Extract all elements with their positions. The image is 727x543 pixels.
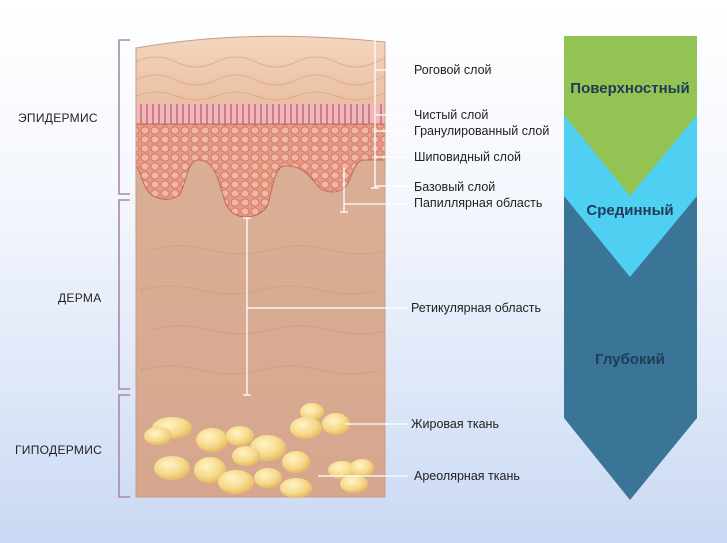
depth-medium-label: Срединный: [586, 202, 673, 219]
stratum-spinosum-tissue: [136, 123, 385, 218]
region-brackets: [118, 39, 130, 498]
label-stratum-lucidum: Чистый слой: [414, 108, 488, 122]
depth-superficial-band: [564, 36, 697, 196]
dermis-fibers: [139, 245, 385, 375]
depth-superficial-label: Поверхностный: [570, 80, 689, 97]
label-areolar-tissue: Ареолярная ткань: [414, 469, 520, 483]
label-stratum-granulosum: Гранулированный слой: [414, 124, 549, 138]
region-epidermis-label: ЭПИДЕРМИС: [18, 111, 98, 125]
label-stratum-spinosum: Шиповидный слой: [414, 150, 521, 164]
adipose-cells: [144, 403, 374, 498]
label-reticular-region: Ретикулярная область: [411, 301, 541, 315]
skin-outline: [135, 35, 386, 498]
region-hypodermis-label: ГИПОДЕРМИС: [15, 443, 102, 457]
stratum-lucidum-tissue: [136, 104, 385, 124]
label-stratum-corneum: Роговой слой: [414, 63, 492, 77]
label-adipose-tissue: Жировая ткань: [411, 417, 499, 431]
leader-lines: [243, 35, 408, 477]
depth-scale: Поверхностный Срединный Глубокий: [564, 36, 697, 500]
label-papillary-region: Папиллярная область: [414, 196, 542, 210]
label-stratum-basale: Базовый слой: [414, 180, 495, 194]
stratum-corneum-tissue: [136, 36, 385, 106]
depth-deep-label: Глубокий: [595, 351, 665, 368]
corneum-scales: [136, 56, 385, 101]
region-dermis-label: ДЕРМА: [58, 291, 102, 305]
